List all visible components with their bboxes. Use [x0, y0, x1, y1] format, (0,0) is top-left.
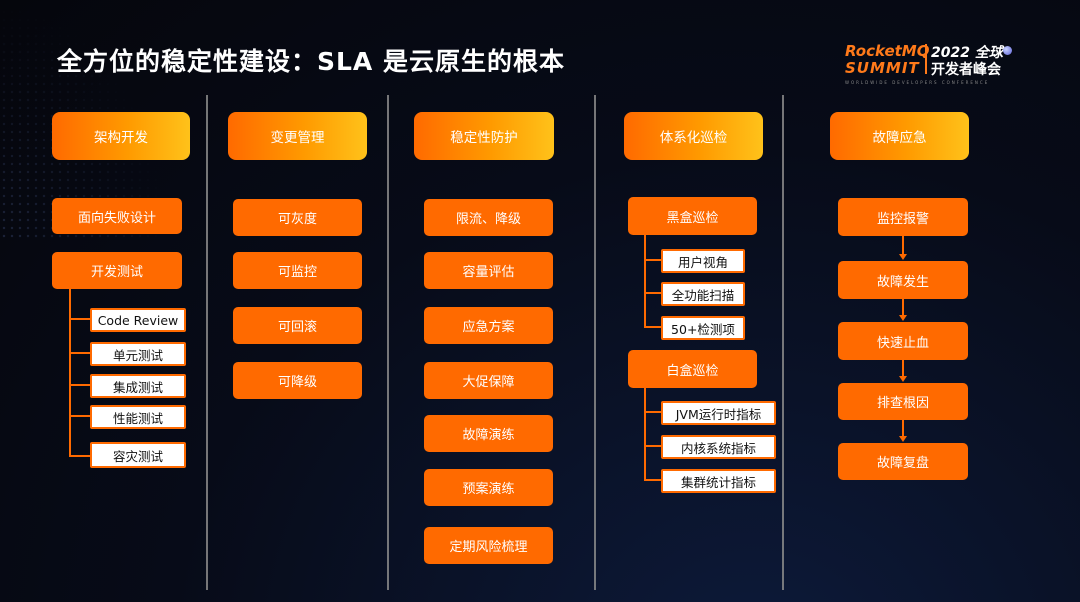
node-postmortem: 故障复盘 — [838, 443, 968, 480]
node-quick-stop: 快速止血 — [838, 322, 968, 360]
tree-connector — [69, 415, 90, 417]
node-monitorable: 可监控 — [233, 252, 362, 289]
node-fault-drill: 故障演练 — [424, 415, 553, 452]
down-arrow-icon — [899, 315, 907, 321]
column-divider — [387, 95, 389, 590]
sub-node-performance-test: 性能测试 — [90, 405, 186, 429]
node-blackbox-inspection: 黑盒巡检 — [628, 197, 757, 235]
node-risk-review: 定期风险梳理 — [424, 527, 553, 564]
logo-tagline: WORLDWIDE DEVELOPERS CONFERENCE — [845, 80, 990, 85]
node-emergency-plan: 应急方案 — [424, 307, 553, 344]
sub-node-cluster-metrics: 集群统计指标 — [661, 469, 776, 493]
sub-node-code-review: Code Review — [90, 308, 186, 332]
sub-node-integration-test: 集成测试 — [90, 374, 186, 398]
sub-node-jvm-metrics: JVM运行时指标 — [661, 401, 776, 425]
tree-connector — [644, 259, 661, 261]
logo-separator — [925, 44, 927, 74]
node-failure-oriented-design: 面向失败设计 — [52, 198, 182, 234]
down-arrow-icon — [899, 254, 907, 260]
tree-connector — [644, 479, 661, 481]
node-gray-release: 可灰度 — [233, 199, 362, 236]
node-dev-testing: 开发测试 — [52, 252, 182, 289]
column-header-change-management: 变更管理 — [228, 112, 367, 160]
tree-connector — [69, 289, 71, 457]
page-title: 全方位的稳定性建设：SLA 是云原生的根本 — [57, 47, 565, 76]
node-monitor-alert: 监控报警 — [838, 198, 968, 236]
node-rollback: 可回滚 — [233, 307, 362, 344]
tree-connector — [644, 235, 646, 328]
node-promotion-support: 大促保障 — [424, 362, 553, 399]
column-header-systematic-inspection: 体系化巡检 — [624, 112, 763, 160]
flow-connector — [902, 360, 904, 376]
node-root-cause: 排查根因 — [838, 383, 968, 420]
tree-connector — [69, 384, 90, 386]
node-capacity-eval: 容量评估 — [424, 252, 553, 289]
node-fault-occurs: 故障发生 — [838, 261, 968, 299]
column-header-stability-protection: 稳定性防护 — [414, 112, 554, 160]
event-logo: RocketMQ SUMMIT 2022 全球 开发者峰会 WORLDWIDE … — [845, 42, 1035, 88]
sub-node-unit-test: 单元测试 — [90, 342, 186, 366]
column-divider — [594, 95, 596, 590]
column-header-incident-response: 故障应急 — [830, 112, 969, 160]
flow-connector — [902, 236, 904, 254]
down-arrow-icon — [899, 436, 907, 442]
logo-event-line1: 2022 全球 — [931, 45, 1003, 61]
planet-icon — [1003, 46, 1012, 55]
tree-connector — [644, 445, 661, 447]
tree-connector — [69, 318, 90, 320]
logo-event-line2: 开发者峰会 — [931, 62, 1001, 78]
node-degradable: 可降级 — [233, 362, 362, 399]
flow-connector — [902, 299, 904, 315]
down-arrow-icon — [899, 376, 907, 382]
tree-connector — [69, 352, 90, 354]
logo-brand-line2: SUMMIT — [845, 59, 920, 77]
node-plan-drill: 预案演练 — [424, 469, 553, 506]
flow-connector — [902, 420, 904, 436]
logo-brand-line1: RocketMQ — [845, 42, 930, 60]
tree-connector — [644, 292, 661, 294]
tree-connector — [644, 326, 661, 328]
sub-node-full-scan: 全功能扫描 — [661, 282, 745, 306]
sub-node-kernel-metrics: 内核系统指标 — [661, 435, 776, 459]
column-divider — [782, 95, 784, 590]
sub-node-disaster-test: 容灾测试 — [90, 442, 186, 468]
tree-connector — [69, 455, 90, 457]
sub-node-user-perspective: 用户视角 — [661, 249, 745, 273]
column-divider — [206, 95, 208, 590]
node-rate-limit: 限流、降级 — [424, 199, 553, 236]
sub-node-50-checks: 50+检测项 — [661, 316, 745, 340]
tree-connector — [644, 388, 646, 481]
column-header-architecture: 架构开发 — [52, 112, 190, 160]
tree-connector — [644, 411, 661, 413]
node-whitebox-inspection: 白盒巡检 — [628, 350, 757, 388]
